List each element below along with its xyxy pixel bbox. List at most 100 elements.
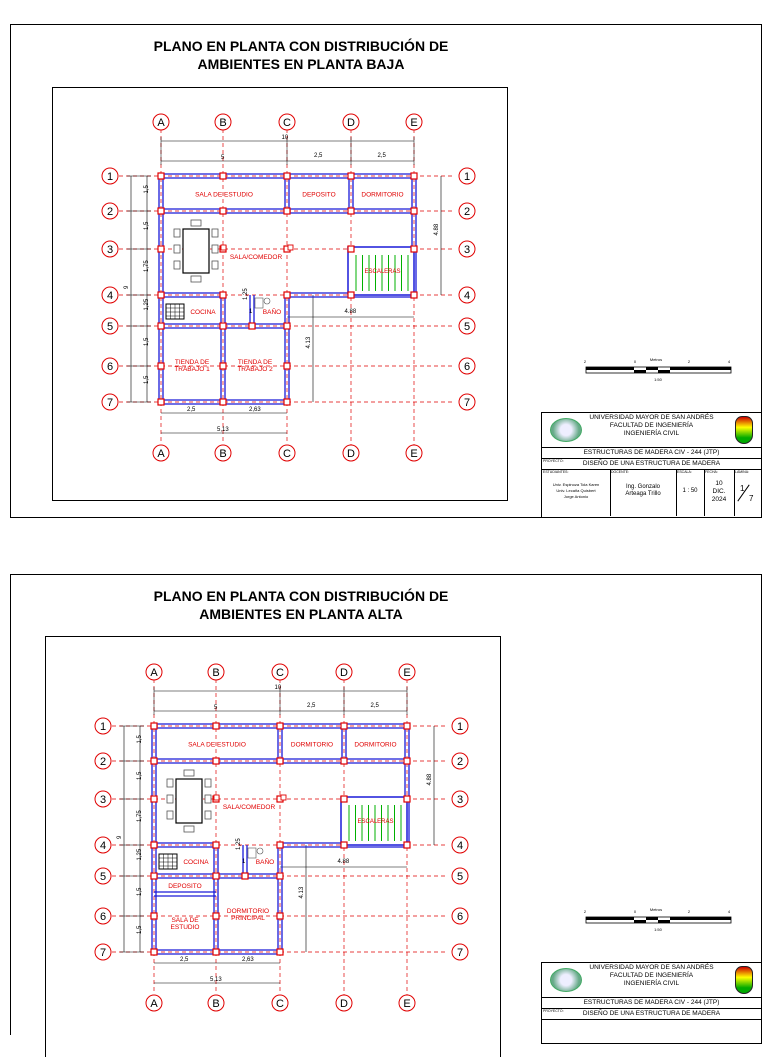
chair (166, 778, 174, 788)
drawing-sheet-planta-alta: PLANO EN PLANTA CON DISTRIBUCIÓN DE AMBI… (10, 574, 762, 1057)
dining-table (175, 778, 203, 824)
tb-students: ESTUDIANTES: Univ. Espinoza Tola Karen U… (542, 470, 611, 516)
axis-bubble-d (335, 663, 353, 681)
dimension-text: 4.88 (345, 309, 357, 315)
tb-header: UNIVERSIDAD MAYOR DE SAN ANDRÉS FACULTAD… (542, 963, 761, 998)
tb-course: ESTRUCTURAS DE MADERA CIV - 244 (JTP) (542, 998, 761, 1009)
dimension-text: 2,5 (378, 153, 387, 159)
axis-bubble-1 (458, 167, 476, 185)
axis-label: 3 (107, 244, 113, 256)
column (276, 757, 284, 765)
dimension-text: 4.88 (434, 223, 440, 235)
scale-ratio: 1:50 (654, 927, 663, 932)
drawing-sheet-planta-baja: PLANO EN PLANTA CON DISTRIBUCIÓN DE AMBI… (10, 24, 762, 518)
sink (263, 297, 271, 305)
axis-label: 5 (457, 871, 463, 883)
column (410, 207, 418, 215)
axis-bubble-1 (94, 717, 112, 735)
chair (204, 794, 212, 804)
axis-label: E (410, 448, 417, 460)
dimension-text: 9 (124, 285, 130, 289)
axis-bubble-e (398, 994, 416, 1012)
dimension-text: 1,25 (243, 288, 249, 300)
room-label-deposito: DEPOSITO (168, 883, 201, 890)
axis-bubble-c (278, 444, 296, 462)
room-label-2: DORMITORIO (291, 742, 333, 749)
column (212, 722, 220, 730)
dimension-text: 1 (249, 309, 253, 315)
sheet-title-line2: AMBIENTES EN PLANTA ALTA (199, 606, 403, 622)
dimension-text: 1,5 (137, 771, 143, 780)
room-label-3: DORMITORIO (354, 742, 396, 749)
column (157, 172, 165, 180)
tb-sheet: LÁMINA: 1 7 (734, 470, 761, 516)
axis-label: 7 (457, 947, 463, 959)
teacher-label: DOCENTE: (611, 470, 630, 474)
room-label-1: SALA DE ESTUDIO (188, 742, 246, 749)
axis-label: 1 (457, 721, 463, 733)
column (276, 912, 284, 920)
axis-label: E (403, 998, 410, 1010)
scale-bar-segment (646, 367, 658, 370)
tb-scale: ESCALA: 1 : 50 (676, 470, 705, 516)
column (212, 841, 220, 849)
axis-bubble-2 (458, 202, 476, 220)
axis-bubble-d (342, 113, 360, 131)
date-day: 10 (715, 480, 723, 487)
teacher-line2: Arteaga Trillo (625, 491, 661, 497)
chair (173, 260, 181, 270)
column (283, 172, 291, 180)
sheet-label: LÁMINA: (735, 470, 750, 474)
dimension-text: 4.88 (427, 773, 433, 785)
column (276, 722, 284, 730)
column (340, 795, 348, 803)
title-block: UNIVERSIDAD MAYOR DE SAN ANDRÉS FACULTAD… (541, 412, 762, 518)
axis-bubble-c (271, 663, 289, 681)
axis-bubble-b (214, 444, 232, 462)
column (150, 757, 158, 765)
dimension-text: 1,5 (144, 337, 150, 346)
university-logo-icon (550, 968, 582, 992)
room-label-sala-comedor: SALA/COMEDOR (223, 804, 276, 811)
dining-table (182, 228, 210, 274)
student-2: Univ. Lecaña Quisbert (556, 488, 596, 493)
column (219, 291, 227, 299)
dimension-text: 5 (221, 155, 225, 161)
sink (256, 847, 264, 855)
dimension-text: 1,5 (144, 221, 150, 230)
room-label-a-line2: TRABAJO 1 (174, 366, 210, 373)
axis-label: 2 (107, 206, 113, 218)
axis-label: 4 (464, 290, 470, 302)
axis-bubble-a (145, 994, 163, 1012)
room-label-2: DEPOSITO (302, 192, 335, 199)
dimension-text: 1,5 (137, 887, 143, 896)
axis-bubble-3 (458, 240, 476, 258)
scale-tick-label: 2 (584, 909, 587, 914)
column (340, 722, 348, 730)
scale-ratio: 1:50 (654, 377, 663, 382)
sheet-title: PLANO EN PLANTA CON DISTRIBUCIÓN DE AMBI… (11, 37, 591, 73)
column (276, 872, 284, 880)
axis-label: C (276, 667, 284, 679)
axis-bubble-4 (101, 286, 119, 304)
column (340, 757, 348, 765)
sheet-number: 1 (740, 484, 745, 493)
column (150, 872, 158, 880)
axis-label: 3 (457, 794, 463, 806)
axis-bubble-e (405, 444, 423, 462)
column (150, 912, 158, 920)
axis-label: 1 (100, 721, 106, 733)
dimension-text: 2,5 (371, 703, 380, 709)
dimension-text: 10 (275, 685, 282, 691)
scale-bar-segment (586, 917, 634, 920)
column (283, 398, 291, 406)
axis-label: 1 (464, 171, 470, 183)
axis-bubble-6 (458, 357, 476, 375)
scale-bar-segment (646, 917, 658, 920)
chair (204, 778, 212, 788)
dimension-text: 5,13 (210, 977, 222, 983)
dimension-text: 1,5 (144, 375, 150, 384)
scale-tick-label: 0 (634, 909, 637, 914)
students-label: ESTUDIANTES: (543, 470, 569, 474)
